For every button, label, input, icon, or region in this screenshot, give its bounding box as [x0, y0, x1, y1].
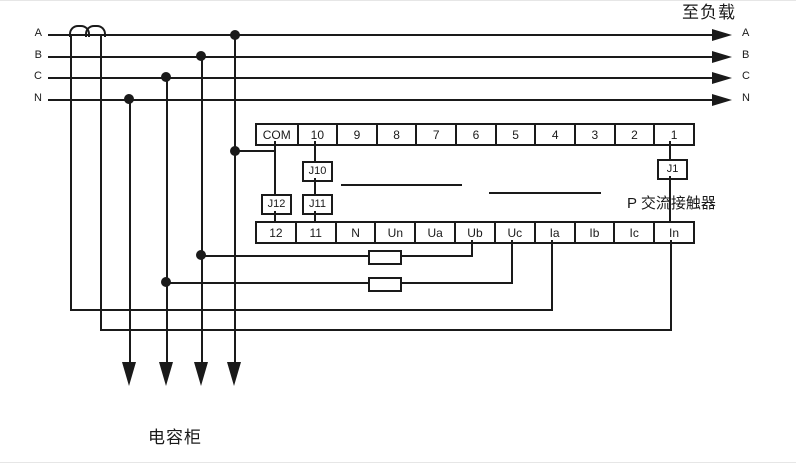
arrowhead-down-icon [194, 362, 208, 386]
wire-phase-c [48, 77, 714, 79]
relay-j1: J1 [657, 159, 688, 180]
wire-j11-to-terminal11 [314, 211, 316, 221]
cap-feed-phase-a [234, 34, 236, 364]
relay-j10: J10 [302, 161, 333, 182]
arrowhead-down-icon [227, 362, 241, 386]
terminal-4: 4 [534, 125, 574, 144]
phase-label-left-c: C [34, 70, 42, 82]
continuation-line [341, 184, 462, 186]
arrowhead-down-icon [122, 362, 136, 386]
terminal-8: 8 [375, 125, 416, 144]
arrowhead-phase-a-icon [712, 29, 732, 41]
junction-dot [230, 146, 240, 156]
relay-j12: J12 [261, 194, 292, 215]
terminal-2: 2 [613, 125, 654, 144]
terminal-ia: Ia [533, 223, 574, 242]
junction-dot [161, 277, 171, 287]
junction-dot [196, 250, 206, 260]
to-load-label: 至负载 [682, 3, 736, 22]
phase-label-right-c: C [742, 70, 750, 82]
phase-label-left-a: A [34, 27, 42, 39]
wire-j10-to-j11 [314, 178, 316, 194]
wire-j1-to-strip [669, 176, 671, 221]
wire-ia-drop [551, 240, 553, 311]
wire-com-to-j12 [274, 141, 276, 194]
phase-label-right-a: A [742, 27, 750, 39]
contactor-label: P 交流接触器 [627, 195, 716, 212]
terminal-ub: Ub [454, 223, 494, 242]
phase-label-left-b: B [34, 49, 42, 61]
wire-phase-c-to-uc [167, 282, 513, 284]
cap-feed-phase-c [166, 77, 168, 364]
ct-lead-to-in [100, 34, 102, 331]
fuse [368, 250, 402, 265]
terminal-7: 7 [415, 125, 455, 144]
page-top-edge [0, 0, 796, 1]
wire-j12-to-terminal12 [274, 211, 276, 221]
terminal-com: COM [262, 127, 291, 142]
wire-neutral [48, 99, 714, 101]
junction-dot [124, 94, 134, 104]
current-transformer-icon [85, 25, 106, 37]
terminal-in: In [653, 223, 693, 242]
wire-terminal1-to-j1 [669, 141, 671, 159]
bottom-terminal-strip: 12 11 N Un Ua Ub Uc Ia Ib Ic In [255, 221, 695, 244]
top-terminal-strip: COM 10 9 8 7 6 5 4 3 2 1 [255, 123, 695, 146]
terminal-6: 6 [455, 125, 495, 144]
wire-uc-drop [511, 240, 513, 284]
phase-label-right-n: N [742, 92, 750, 104]
terminal-n: N [334, 223, 375, 242]
terminal-ib: Ib [573, 223, 614, 242]
wire-phase-b [48, 56, 714, 58]
terminal-1: 1 [653, 125, 693, 144]
terminal-un: Un [374, 223, 414, 242]
terminal-ic: Ic [613, 223, 653, 242]
capacitor-cabinet-label: 电容柜 [148, 428, 202, 447]
wire-com-to-phase-a [234, 150, 276, 152]
arrowhead-neutral-icon [712, 94, 732, 106]
terminal-10: 10 [296, 125, 337, 144]
arrowhead-phase-b-icon [712, 51, 732, 63]
junction-dot [161, 72, 171, 82]
wire-phase-b-to-ub [202, 255, 473, 257]
terminal-uc: Uc [493, 223, 534, 242]
terminal-9: 9 [336, 125, 376, 144]
wire-phase-a [48, 34, 714, 36]
phase-label-right-b: B [742, 49, 750, 61]
junction-dot [230, 30, 240, 40]
wire-in-drop [670, 240, 672, 331]
terminal-ua: Ua [414, 223, 454, 242]
ct-lead-to-ia [70, 34, 72, 311]
terminal-11: 11 [294, 223, 335, 242]
junction-dot [196, 51, 206, 61]
arrowhead-phase-c-icon [712, 72, 732, 84]
relay-j11: J11 [302, 194, 333, 215]
wire-ct-to-in [100, 329, 672, 331]
continuation-line [489, 192, 601, 194]
fuse [368, 277, 402, 292]
arrowhead-down-icon [159, 362, 173, 386]
terminal-3: 3 [574, 125, 614, 144]
cap-feed-phase-b [201, 56, 203, 364]
terminal-12: 12 [269, 225, 283, 240]
wire-ct-to-ia [70, 309, 553, 311]
cap-feed-neutral [129, 99, 131, 364]
phase-label-left-n: N [34, 92, 42, 104]
wire-ub-drop [471, 240, 473, 257]
terminal-5: 5 [494, 125, 535, 144]
wire-terminal10-to-j10 [314, 141, 316, 161]
